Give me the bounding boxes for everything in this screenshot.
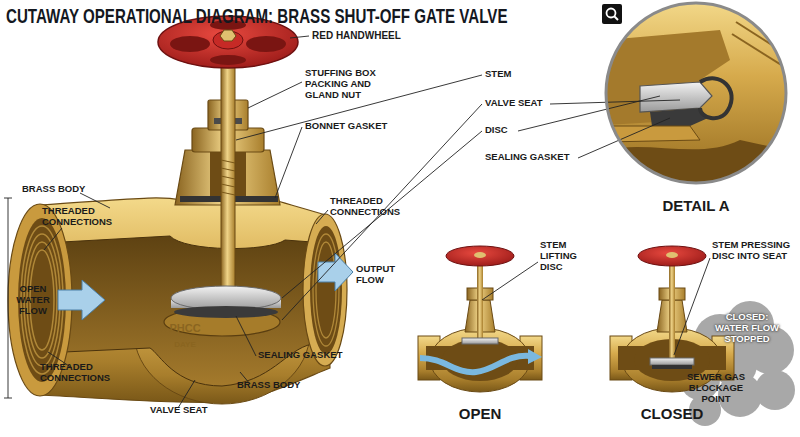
leader-line: [282, 131, 482, 298]
detail-circle-outline: [606, 3, 786, 183]
leader-line: [316, 210, 328, 224]
state-heading: CLOSED: [627, 405, 717, 422]
magnifier-icon: [614, 16, 618, 20]
valve-disc: [171, 286, 281, 318]
part-label: VALVE SEAT: [485, 98, 565, 109]
detail-view: [736, 22, 786, 54]
state-note: STEM PRESSING DISC INTO SEAT: [712, 240, 800, 262]
leader-line: [44, 228, 62, 250]
leader-line: [8, 198, 9, 398]
detail-circle-outline: [606, 3, 786, 183]
part-label: VALVE SEAT: [150, 405, 240, 416]
magnifier-icon: [602, 4, 622, 24]
closed-valve: [638, 246, 706, 266]
flow-label: OPEN WATER FLOW: [10, 284, 56, 317]
part-label: THREADED CONNECTIONS: [330, 196, 420, 218]
closed-valve: [652, 365, 692, 369]
detail-heading: DETAIL A: [576, 197, 800, 214]
part-label: BONNET GASKET: [305, 121, 405, 132]
detail-circle: DETAIL A: [606, 3, 786, 183]
leader-line: [4, 398, 12, 399]
leader-line: [282, 104, 482, 320]
leader-line: [178, 380, 195, 408]
diagram-title: CUTAWAY OPERATIONAL DIAGRAM: BRASS SHUT-…: [6, 4, 508, 28]
part-label: STUFFING BOX PACKING AND GLAND NUT: [305, 68, 395, 101]
detail-view: [732, 34, 786, 68]
closed-valve: [669, 256, 675, 360]
open-valve: [420, 356, 530, 372]
red-handwheel: [213, 31, 243, 49]
leader-line: [550, 100, 680, 104]
leader-line: [674, 258, 710, 355]
closed-valve: [666, 252, 678, 258]
body-marking: PHCC: [160, 322, 210, 335]
leader-line: [290, 36, 309, 38]
valve-body: [8, 198, 347, 404]
part-label: SEALING GASKET: [485, 152, 595, 163]
state-heading: OPEN: [445, 405, 515, 422]
flow-label: OUTPUT FLOW: [356, 264, 408, 286]
leader-line: [482, 262, 538, 300]
state-note: STEM LIFTING DISC: [540, 240, 592, 273]
red-handwheel: [170, 36, 210, 52]
closed-valve: [650, 358, 694, 365]
valve-body: [62, 236, 312, 386]
leader-line: [4, 36, 710, 408]
open-valve: [462, 338, 498, 344]
detail-view: [640, 82, 712, 112]
red-handwheel: [210, 55, 246, 65]
detail-view: [740, 10, 786, 40]
valve-bonnet: [221, 168, 235, 171]
valve-bonnet: [175, 40, 280, 305]
red-handwheel: [220, 30, 236, 41]
valve-bonnet: [221, 40, 235, 305]
valve-bonnet: [221, 184, 235, 187]
valve-bonnet: [221, 192, 235, 195]
valve-bonnet: [221, 176, 235, 179]
valve-body: [316, 242, 336, 338]
part-label: DISC: [485, 125, 545, 136]
part-label: RED HANDWHEEL: [312, 30, 422, 42]
body-marking: DAYE: [165, 340, 205, 349]
open-valve: [474, 252, 486, 258]
part-label: THREADED CONNECTIONS: [40, 362, 130, 384]
open-valve: [446, 246, 514, 266]
leader-line: [236, 316, 256, 356]
leader-line: [275, 127, 302, 198]
detail-view: [600, 0, 800, 190]
part-label: STEM: [485, 69, 545, 80]
open-valve: [418, 246, 542, 392]
detail-view: [600, 0, 800, 190]
leader-line: [4, 198, 12, 199]
flow-arrow: [58, 253, 353, 320]
leader-line: [248, 82, 302, 108]
magnifier-icon: [602, 4, 622, 24]
flow-arrow: [58, 280, 105, 320]
state-note: SEWER GAS BLOCKAGE POINT: [678, 372, 754, 405]
red-handwheel: [246, 36, 286, 52]
valve-bonnet: [221, 160, 235, 163]
part-label: BRASS BODY: [22, 184, 112, 195]
part-label: BRASS BODY: [237, 380, 327, 391]
valve-disc: [174, 306, 278, 318]
part-label: SEALING GASKET: [258, 350, 368, 361]
state-note: CLOSED: WATER FLOW STOPPED: [710, 312, 784, 345]
leader-line: [578, 118, 670, 158]
sewer-gas-cloud: [755, 370, 795, 410]
closed-valve: [610, 246, 734, 392]
open-valve: [528, 349, 542, 364]
valve-body: [310, 226, 342, 354]
part-label: THREADED CONNECTIONS: [42, 206, 132, 228]
open-valve: [477, 256, 483, 342]
detail-view: [700, 78, 732, 118]
flow-arrow: [318, 253, 353, 291]
